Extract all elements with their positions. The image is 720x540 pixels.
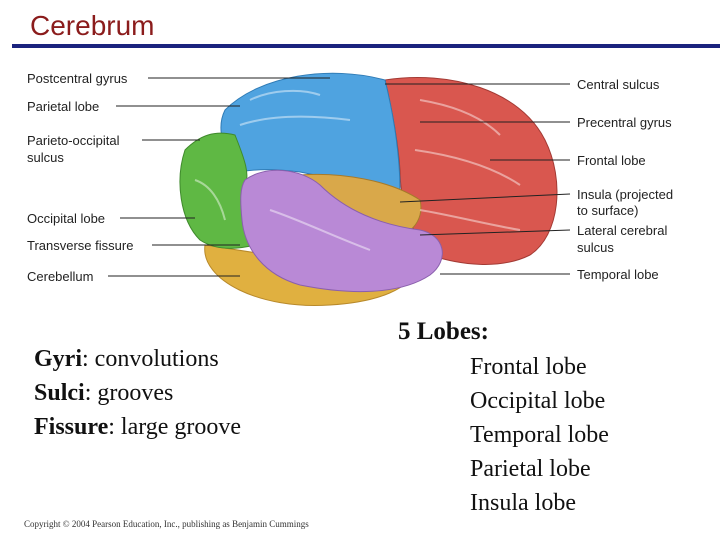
term-gyri: Gyri: convolutions bbox=[34, 346, 219, 372]
terms-block: Gyri: convolutions Sulci: grooves Fissur… bbox=[34, 342, 241, 444]
frontal-lobe-region bbox=[384, 77, 558, 265]
label-temporal-lobe: Temporal lobe bbox=[577, 267, 659, 282]
label-precentral-gyrus: Precentral gyrus bbox=[577, 115, 672, 130]
label-transverse-fissure: Transverse fissure bbox=[27, 238, 134, 253]
label-central-sulcus: Central sulcus bbox=[577, 77, 660, 92]
lobes-heading: 5 Lobes: bbox=[398, 318, 489, 345]
title-underline bbox=[12, 44, 720, 48]
parietal-lobe-region bbox=[220, 72, 401, 191]
lobe-item: Parietal lobe bbox=[470, 456, 591, 482]
label-parieto-occipital: Parieto-occipital bbox=[27, 133, 120, 148]
label-parieto-occipital-sulcus: sulcus bbox=[27, 150, 64, 165]
brain-diagram: Postcentral gyrus Parietal lobe Parieto-… bbox=[0, 60, 720, 310]
brain-illustration bbox=[108, 72, 571, 307]
label-lateral-cerebral-sulcus: sulcus bbox=[577, 240, 614, 255]
term-fissure: Fissure: large groove bbox=[34, 414, 242, 440]
lobe-item: Temporal lobe bbox=[470, 422, 609, 448]
label-insula: Insula (projected bbox=[577, 187, 674, 202]
leader-lines-left bbox=[108, 77, 330, 277]
label-postcentral-gyrus: Postcentral gyrus bbox=[27, 71, 128, 86]
copyright-notice: Copyright © 2004 Pearson Education, Inc.… bbox=[24, 519, 309, 529]
slide-title: Cerebrum bbox=[30, 10, 155, 41]
label-lateral-cerebral: Lateral cerebral bbox=[577, 223, 668, 238]
label-parietal-lobe: Parietal lobe bbox=[27, 99, 100, 114]
label-occipital-lobe: Occipital lobe bbox=[27, 211, 106, 226]
temporal-lobe-region bbox=[240, 169, 443, 293]
gyri-texture bbox=[194, 89, 521, 251]
label-cerebellum: Cerebellum bbox=[27, 269, 94, 284]
term-sulci: Sulci: grooves bbox=[34, 380, 174, 406]
lobes-list: Frontal lobe Occipital lobe Temporal lob… bbox=[470, 350, 609, 520]
label-frontal-lobe: Frontal lobe bbox=[577, 153, 646, 168]
lobe-item: Insula lobe bbox=[470, 490, 576, 516]
leader-lines-right bbox=[385, 83, 571, 275]
label-insula-to-surface: to surface) bbox=[577, 203, 639, 218]
lobe-item: Occipital lobe bbox=[470, 388, 606, 414]
lobe-item: Frontal lobe bbox=[470, 354, 587, 380]
